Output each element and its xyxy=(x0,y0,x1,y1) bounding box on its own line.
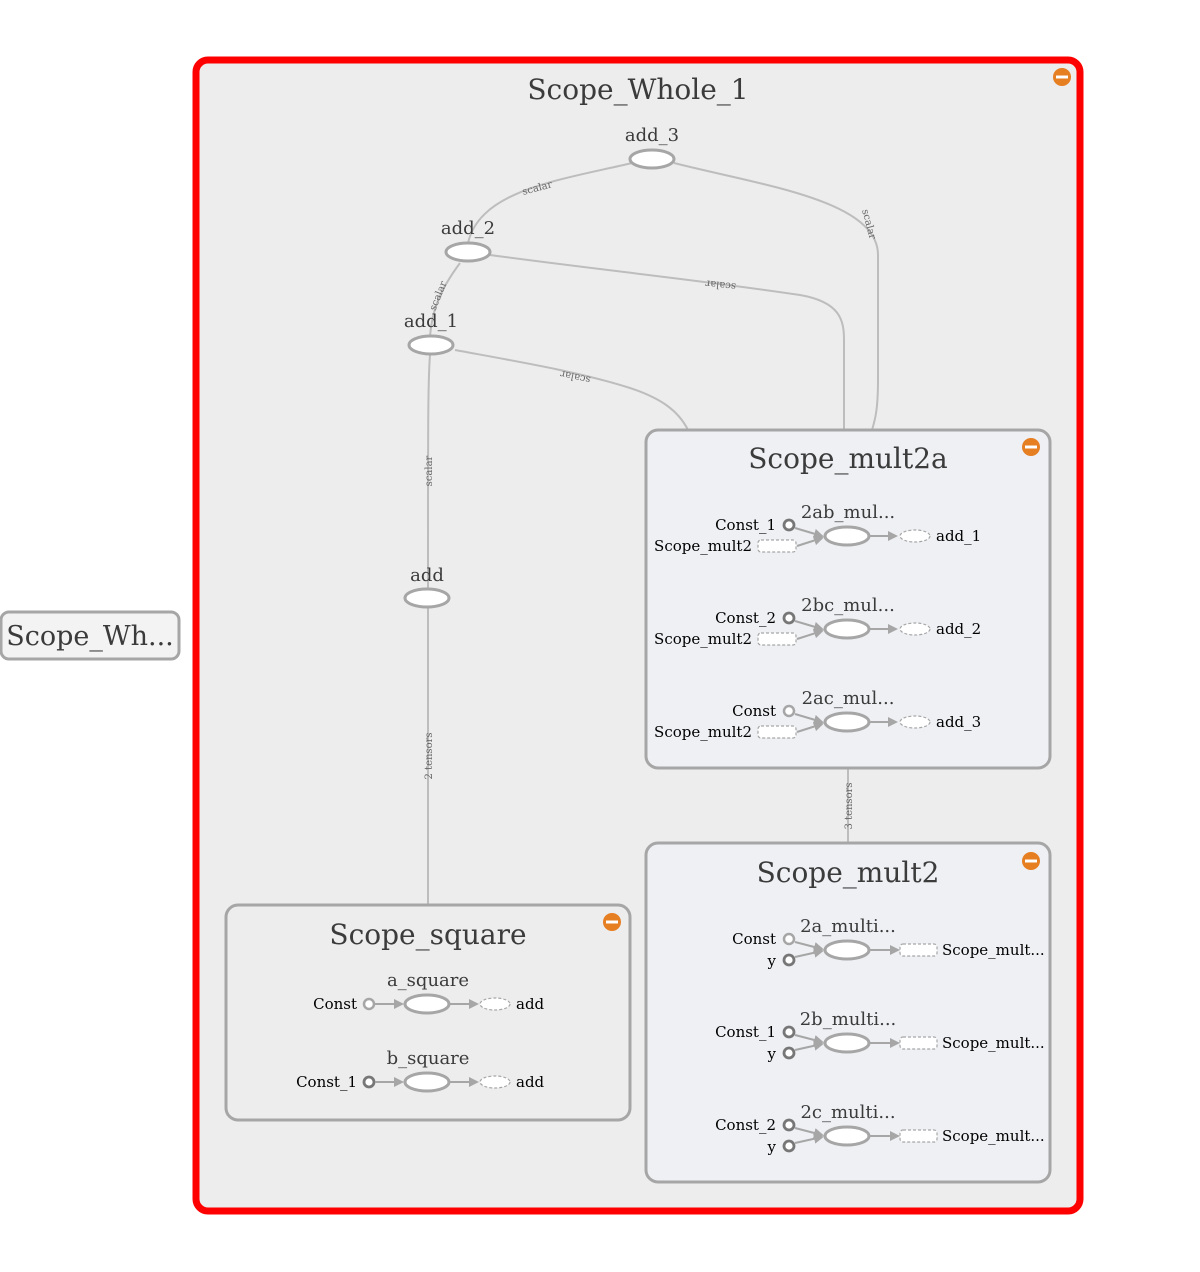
scope-square-group[interactable]: Scope_square a_square Const add b_square… xyxy=(224,903,632,1122)
input-label: Const_1 xyxy=(715,1023,776,1041)
const-icon xyxy=(782,932,796,946)
ghost-output-icon xyxy=(899,1129,938,1143)
op-label: add_1 xyxy=(404,311,458,332)
scope-mult2a-title: Scope_mult2a xyxy=(748,442,948,475)
op-2ac[interactable]: 2ac_mul... Const Scope_mult2 add_3 xyxy=(654,688,981,741)
op-label: add_2 xyxy=(441,218,495,239)
op-label: 2b_multi... xyxy=(800,1009,897,1030)
const-icon xyxy=(782,611,796,625)
op-a-square[interactable]: a_square Const add xyxy=(313,970,545,1015)
output-label: Scope_mult... xyxy=(942,1127,1045,1145)
op-b-square[interactable]: b_square Const_1 add xyxy=(296,1048,545,1093)
scope-square-title: Scope_square xyxy=(329,918,526,951)
collapsed-scope-node[interactable]: Scope_Wh... xyxy=(0,610,181,661)
op-2c[interactable]: 2c_multi... Const_2 y Scope_mult... xyxy=(715,1102,1045,1156)
ghost-input-icon xyxy=(757,632,797,646)
op-label: 2ab_mul... xyxy=(801,502,895,523)
const-icon xyxy=(362,997,376,1011)
op-2a[interactable]: 2a_multi... Const y Scope_mult... xyxy=(732,916,1045,970)
edge-label: scalar xyxy=(424,455,435,486)
input-label: Scope_mult2 xyxy=(654,723,752,741)
input-label: Const xyxy=(732,702,776,720)
edge-mult2a-add3 xyxy=(673,162,879,431)
op-node-add-2[interactable]: add_2 xyxy=(441,218,495,263)
input-label: Const xyxy=(313,995,357,1013)
ghost-input-icon xyxy=(757,725,797,739)
ghost-output-icon xyxy=(899,622,931,636)
op-label: 2c_multi... xyxy=(800,1102,895,1123)
output-label: add_1 xyxy=(936,527,981,545)
output-label: add xyxy=(516,1073,545,1091)
const-icon xyxy=(782,518,796,532)
ghost-output-icon xyxy=(479,1075,511,1089)
output-label: Scope_mult... xyxy=(942,1034,1045,1052)
collapse-button-icon[interactable] xyxy=(1022,852,1040,870)
placeholder-icon xyxy=(782,1046,796,1060)
input-label: Const_1 xyxy=(715,516,776,534)
const-icon xyxy=(362,1075,376,1089)
edge-mult2a-add1 xyxy=(454,349,689,431)
op-label: add_3 xyxy=(625,125,679,146)
ghost-output-icon xyxy=(899,715,931,729)
op-label: 2a_multi... xyxy=(800,916,896,937)
edge-mult2a-add2 xyxy=(489,254,845,430)
op-node-add-1[interactable]: add_1 xyxy=(404,311,458,356)
op-2ab[interactable]: 2ab_mul... Const_1 Scope_mult2 add_1 xyxy=(654,502,981,555)
input-label: Const xyxy=(732,930,776,948)
ghost-input-icon xyxy=(757,539,797,553)
edge-add1-add2 xyxy=(429,262,461,337)
op-node-add-3[interactable]: add_3 xyxy=(625,125,679,170)
edge-label: 2 tensors xyxy=(424,733,435,780)
op-2bc[interactable]: 2bc_mul... Const_2 Scope_mult2 add_2 xyxy=(654,595,981,648)
output-label: Scope_mult... xyxy=(942,941,1045,959)
collapse-button-icon[interactable] xyxy=(1053,68,1071,86)
ghost-output-icon xyxy=(479,997,511,1011)
edge-add2-add3 xyxy=(467,162,633,244)
input-label: Scope_mult2 xyxy=(654,537,752,555)
input-label: Const_2 xyxy=(715,609,776,627)
op-node-add[interactable]: add xyxy=(403,565,451,609)
collapse-button-icon[interactable] xyxy=(1022,438,1040,456)
scope-mult2-group[interactable]: Scope_mult2 2a_multi... Const y Scope_mu… xyxy=(644,841,1052,1184)
input-label: y xyxy=(767,952,777,970)
input-label: Scope_mult2 xyxy=(654,630,752,648)
op-label: 2bc_mul... xyxy=(801,595,895,616)
edge-add-add1 xyxy=(427,354,431,591)
op-label: add xyxy=(410,565,444,586)
ghost-output-icon xyxy=(899,1036,938,1050)
edges xyxy=(427,162,879,905)
placeholder-icon xyxy=(782,1139,796,1153)
scope-whole-title: Scope_Whole_1 xyxy=(527,73,748,106)
placeholder-icon xyxy=(782,953,796,967)
scope-mult2a-group[interactable]: Scope_mult2a 2ab_mul... Const_1 Scope_mu… xyxy=(644,428,1052,770)
collapse-button-icon[interactable] xyxy=(603,913,621,931)
ghost-output-icon xyxy=(899,943,938,957)
const-icon xyxy=(782,1025,796,1039)
op-2b[interactable]: 2b_multi... Const_1 y Scope_mult... xyxy=(715,1009,1045,1063)
input-label: y xyxy=(767,1138,777,1156)
op-label: 2ac_mul... xyxy=(802,688,895,709)
output-label: add_2 xyxy=(936,620,981,638)
scope-mult2-title: Scope_mult2 xyxy=(757,856,940,889)
const-icon xyxy=(782,704,796,718)
edge-label: 3 tensors xyxy=(844,783,855,830)
input-label: y xyxy=(767,1045,777,1063)
input-label: Const_2 xyxy=(715,1116,776,1134)
collapsed-scope-label: Scope_Wh... xyxy=(6,621,174,652)
const-icon xyxy=(782,1118,796,1132)
edge-label: scalar xyxy=(705,277,737,291)
op-label: a_square xyxy=(387,970,469,991)
output-label: add xyxy=(516,995,545,1013)
op-label: b_square xyxy=(387,1048,470,1069)
ghost-output-icon xyxy=(899,529,931,543)
input-label: Const_1 xyxy=(296,1073,357,1091)
output-label: add_3 xyxy=(936,713,981,731)
